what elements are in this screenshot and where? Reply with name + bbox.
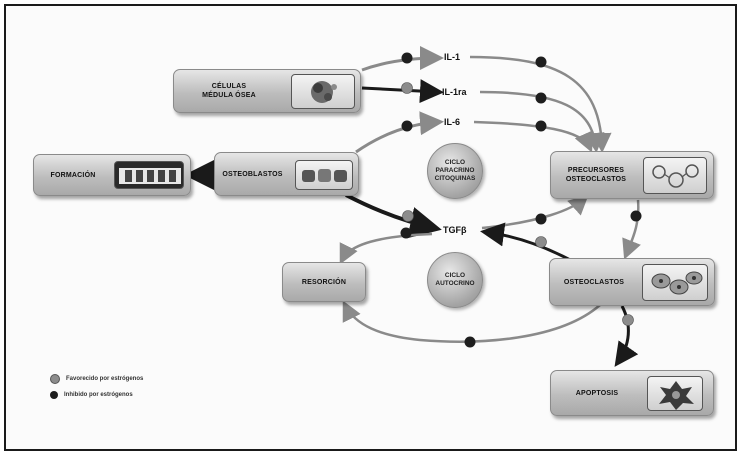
favored-dot	[535, 236, 547, 248]
osteoblast-cell-icon	[295, 160, 353, 190]
cytokine-tgfb: TGFβ	[443, 225, 467, 235]
precursor-cell-icon	[643, 157, 707, 194]
inhibited-dot	[464, 336, 476, 348]
legend-favored: Favorecido por estrógenos	[50, 374, 143, 384]
apoptosis-cell-icon	[647, 376, 703, 411]
inhibited-dot	[400, 227, 412, 239]
arrow-il6-precursores	[473, 120, 594, 153]
favored-dot	[402, 210, 414, 222]
resorcion-label: RESORCIÓN	[301, 278, 347, 286]
precursores-label-1: PRECURSORES	[567, 167, 625, 174]
inhibited-dot	[535, 120, 547, 132]
arrow-tgfb-resorcion	[339, 232, 433, 265]
arrow-celulas-il1	[361, 46, 444, 72]
precursores-osteoclastos-box: PRECURSORES OSTEOCLASTOS	[550, 151, 714, 199]
inhibited-dot	[401, 52, 413, 64]
osteoblastos-box: OSTEOBLASTOS	[214, 152, 359, 196]
inhibited-dot	[630, 210, 642, 222]
legend-favored-label: Favorecido por estrógenos	[66, 376, 144, 382]
bone-formation-icon	[114, 161, 184, 189]
inhibited-dot-icon	[50, 391, 58, 399]
bone-marrow-cell-icon	[291, 74, 355, 109]
cytokine-il1ra: IL-1ra	[442, 87, 467, 97]
arrow-osteoclastos-resorcion	[342, 300, 601, 343]
celulas-medula-osea-box: CÉLULAS MÉDULA ÓSEA	[173, 69, 361, 113]
celulas-label-2: MÉDULA ÓSEA	[202, 92, 256, 99]
inhibited-dot	[535, 56, 547, 68]
legend-inhibited-label: Inhibido por estrógenos	[64, 392, 133, 398]
favored-dot	[401, 82, 413, 94]
favored-dot	[622, 314, 634, 326]
arrow-osteoblastos-il6	[355, 111, 444, 154]
ciclo-paracrino-label-1: CICLO	[444, 159, 466, 166]
formacion-box: FORMACIÓN	[33, 154, 191, 196]
inhibited-dot	[535, 92, 547, 104]
arrow-osteoclastos-apoptosis	[614, 305, 639, 367]
legend-inhibited: Inhibido por estrógenos	[50, 391, 133, 399]
inhibited-dot	[535, 213, 547, 225]
formacion-label: FORMACIÓN	[50, 171, 96, 179]
precursores-label-2: OSTEOCLASTOS	[565, 176, 627, 183]
arrow-il1ra-precursores	[479, 90, 605, 153]
ciclo-autocrino-label-1: CICLO	[444, 272, 466, 279]
osteoclastos-box: OSTEOCLASTOS	[549, 258, 715, 306]
arrow-osteoblastos-tgfb	[345, 193, 442, 239]
arrow-precursores-osteoclastos	[622, 199, 641, 260]
inhibited-dot	[401, 120, 413, 132]
arrow-il1-precursores	[469, 55, 612, 153]
ciclo-autocrino-label-2: AUTOCRINO	[435, 280, 475, 287]
osteoblastos-label: OSTEOBLASTOS	[222, 170, 283, 178]
celulas-label-1: CÉLULAS	[211, 83, 247, 90]
cytokine-il6: IL-6	[444, 117, 461, 127]
ciclo-paracrino-label-3: CITOQUINAS	[434, 175, 476, 182]
osteoclastos-label: OSTEOCLASTOS	[563, 278, 625, 286]
arrow-celulas-il1ra	[361, 79, 444, 104]
arrow-tgfb-precursores	[481, 194, 589, 230]
apoptosis-label: APOPTOSIS	[575, 389, 619, 397]
resorcion-box: RESORCIÓN	[282, 262, 366, 302]
apoptosis-box: APOPTOSIS	[550, 370, 714, 416]
ciclo-autocrino-circle: CICLO AUTOCRINO	[427, 252, 483, 308]
cytokine-il1: IL-1	[444, 52, 461, 62]
osteoclast-cell-icon	[642, 264, 708, 301]
arrow-osteoclastos-tgfb	[480, 222, 575, 264]
ciclo-paracrino-label-2: PARACRINO	[435, 167, 475, 174]
favored-dot-icon	[50, 374, 60, 384]
ciclo-paracrino-circle: CICLO PARACRINO CITOQUINAS	[427, 143, 483, 199]
